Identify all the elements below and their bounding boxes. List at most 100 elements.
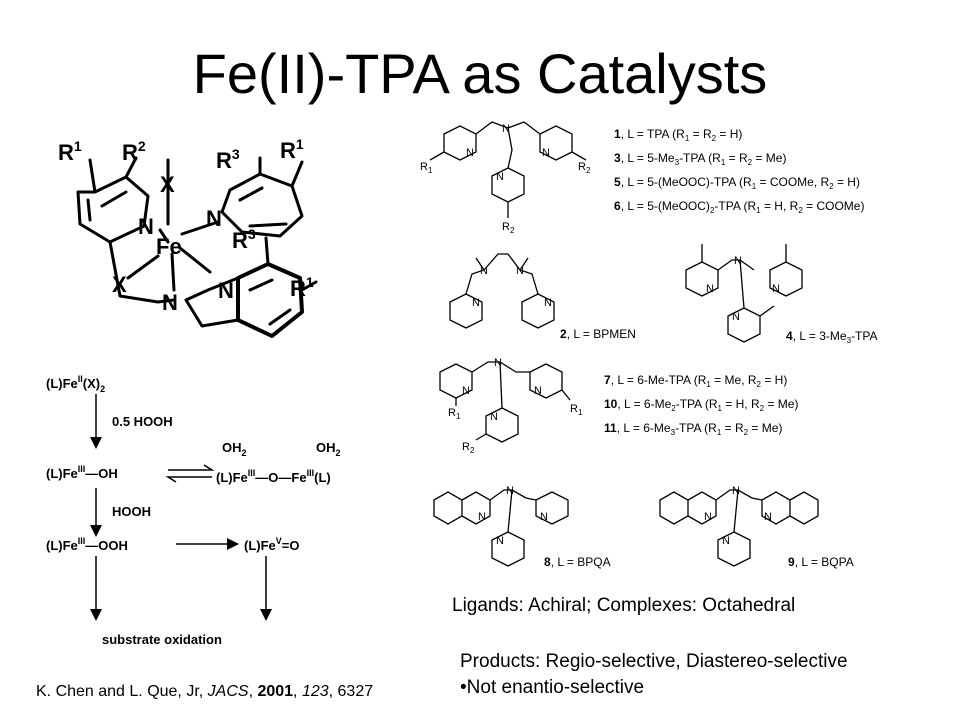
ligand-row-3: 3, L = 5-Me3-TPA (R1 = R2 = Me)	[614, 151, 786, 167]
x-top-label: X	[160, 172, 175, 197]
svg-text:R1: R1	[280, 136, 304, 163]
svg-text:(L)FeV=O: (L)FeV=O	[244, 536, 300, 553]
r3-sup-top: 3	[232, 146, 240, 162]
6metpa-r1-left-sub: 1	[456, 412, 461, 421]
bpmen-n1: N	[480, 265, 488, 277]
svg-text:OH2: OH2	[222, 440, 247, 458]
mech-start-post: (X)	[83, 376, 100, 391]
svg-text:R2: R2	[578, 161, 591, 175]
ligand-label-bqpa: 9, L = BQPA	[788, 555, 854, 569]
dimer-right-sup: III	[307, 468, 315, 478]
ligand-bqpa-structure: N N N N 9, L = BQPA	[659, 485, 854, 569]
citation-sep2: ,	[293, 683, 302, 700]
feiii-oh-pre: (L)Fe	[46, 466, 78, 481]
r3-label-top: R	[216, 148, 232, 173]
n-amine-label: N	[162, 290, 178, 315]
ligand-row-10: 10, L = 6-Me2-TPA (R1 = H, R2 = Me)	[604, 397, 798, 413]
bqpa-quin1-n: N	[704, 511, 712, 523]
bpmen-n3: N	[472, 297, 480, 309]
equilibrium-backward	[165, 476, 212, 483]
feiii-oh-sup: III	[78, 464, 86, 474]
aqua-right-pre: OH	[316, 440, 336, 455]
fev-o-post: =O	[282, 538, 300, 553]
citation-journal: JACS	[207, 683, 249, 700]
r1-label-bottom: R	[290, 276, 306, 301]
mechanism-scheme: (L)FeII(X)2 0.5 HOOH (L)FeIII—OH OH2 OH2…	[46, 374, 341, 647]
citation-year: 2001	[257, 683, 294, 700]
ligand-bpqa-structure: N N N N 8, L = BPQA	[433, 485, 611, 569]
aqua-left-sub: 2	[242, 448, 247, 458]
ligand-me3tpa-structure: N N N N 4, L = 3-Me3-TPA	[685, 244, 878, 345]
svg-text:(L)FeII(X)2: (L)FeII(X)2	[46, 374, 105, 394]
tpa-r1: R	[420, 161, 428, 173]
svg-text:R2: R2	[462, 441, 475, 455]
citation-authors: K. Chen and L. Que, Jr,	[36, 683, 208, 700]
me3tpa-pyr3-n: N	[732, 311, 740, 323]
mech-start-sub: 2	[100, 384, 105, 394]
bpqa-amine-n: N	[506, 485, 514, 497]
reagent-hooh: HOOH	[112, 504, 151, 519]
svg-text:(L)FeIII—O—FeIII(L): (L)FeIII—O—FeIII(L)	[216, 468, 331, 485]
ligand-label-bpmen: 2, L = BPMEN	[560, 327, 636, 341]
aqua-right-sub: 2	[336, 448, 341, 458]
bpqa-pyr2-n: N	[496, 535, 504, 547]
bpmen-n2: N	[516, 265, 524, 277]
tpa-r2-right-sub: 2	[586, 166, 591, 175]
svg-text:R1: R1	[420, 161, 433, 175]
reagent-half-hooh: 0.5 HOOH	[112, 414, 173, 429]
n-right-label: N	[206, 206, 222, 231]
bpqa-quin-n: N	[478, 511, 486, 523]
feiii-ooh-post: —OOH	[85, 538, 128, 553]
tpa-r1-sub: 1	[428, 166, 433, 175]
feiii-oh-post: —OH	[85, 466, 118, 481]
r1-sup-bottom: 1	[306, 274, 314, 290]
tpa-pyr1-n: N	[466, 147, 474, 159]
mech-start-pre: (L)Fe	[46, 376, 78, 391]
me3tpa-amine-n: N	[734, 255, 742, 267]
products-note: Products: Regio-selective, Diastereo-sel…	[460, 651, 848, 672]
svg-text:R3: R3	[216, 146, 240, 173]
svg-text:OH2: OH2	[316, 440, 341, 458]
r2-label: R	[122, 140, 138, 165]
dimer-right-pre: Fe	[291, 470, 306, 485]
bqpa-quin2-n: N	[764, 511, 772, 523]
bpqa-pyr1-n: N	[540, 511, 548, 523]
ligand-row-11: 11, L = 6-Me3-TPA (R1 = R2 = Me)	[604, 421, 782, 437]
ligand-bpmen-structure: N N N N 2, L = BPMEN	[449, 253, 636, 341]
r1-label-right: R	[280, 138, 296, 163]
dimer-right-post: (L)	[314, 470, 331, 485]
6metpa-r1-right-sub: 1	[578, 408, 583, 417]
6metpa-pyr3-n: N	[490, 411, 498, 423]
ligand-label-me3tpa: 4, L = 3-Me3-TPA	[786, 329, 878, 345]
fe-tpa-complex-structure: R1 R2 R3 R1 R3 R1 X X N N N N Fe	[58, 136, 318, 338]
aqua-left-pre: OH	[222, 440, 242, 455]
bqpa-pyr-n: N	[722, 535, 730, 547]
feiii-ooh-sup: III	[78, 536, 86, 546]
r1-sup: 1	[74, 138, 82, 154]
tpa-amine-n: N	[502, 123, 510, 135]
6metpa-r1-left: R	[448, 407, 456, 419]
fev-o-sup: V	[276, 536, 282, 546]
6metpa-amine-n: N	[494, 357, 502, 369]
r2-sup: 2	[138, 138, 146, 154]
ligand-row-6: 6, L = 5-(MeOOC)2-TPA (R1 = H, R2 = COOM…	[614, 199, 864, 215]
fev-o-pre: (L)Fe	[244, 538, 276, 553]
svg-text:R2: R2	[502, 221, 515, 235]
n-bottom-label: N	[218, 278, 234, 303]
fe-label: Fe	[156, 234, 182, 259]
svg-text:R1: R1	[448, 407, 461, 421]
6metpa-pyr1-n: N	[462, 385, 470, 397]
tpa-pyr2-n: N	[542, 147, 550, 159]
ligand-list-6metpa: 7, L = 6-Me-TPA (R1 = Me, R2 = H) 10, L …	[604, 373, 798, 437]
svg-text:R3: R3	[232, 226, 256, 253]
citation-volume: 123	[301, 683, 329, 700]
me3tpa-pyr2-n: N	[772, 283, 780, 295]
ligand-row-7: 7, L = 6-Me-TPA (R1 = Me, R2 = H)	[604, 373, 787, 389]
svg-text:(L)FeIII—OOH: (L)FeIII—OOH	[46, 536, 128, 553]
6metpa-r2-sub: 2	[470, 446, 475, 455]
tpa-r2-right: R	[578, 161, 586, 173]
dimer-left-pre: (L)Fe	[216, 470, 248, 485]
svg-text:R1: R1	[290, 274, 314, 301]
n-left-label: N	[138, 214, 154, 239]
ligand-list-tpa: 1, L = TPA (R1 = R2 = H) 3, L = 5-Me3-TP…	[614, 127, 864, 215]
